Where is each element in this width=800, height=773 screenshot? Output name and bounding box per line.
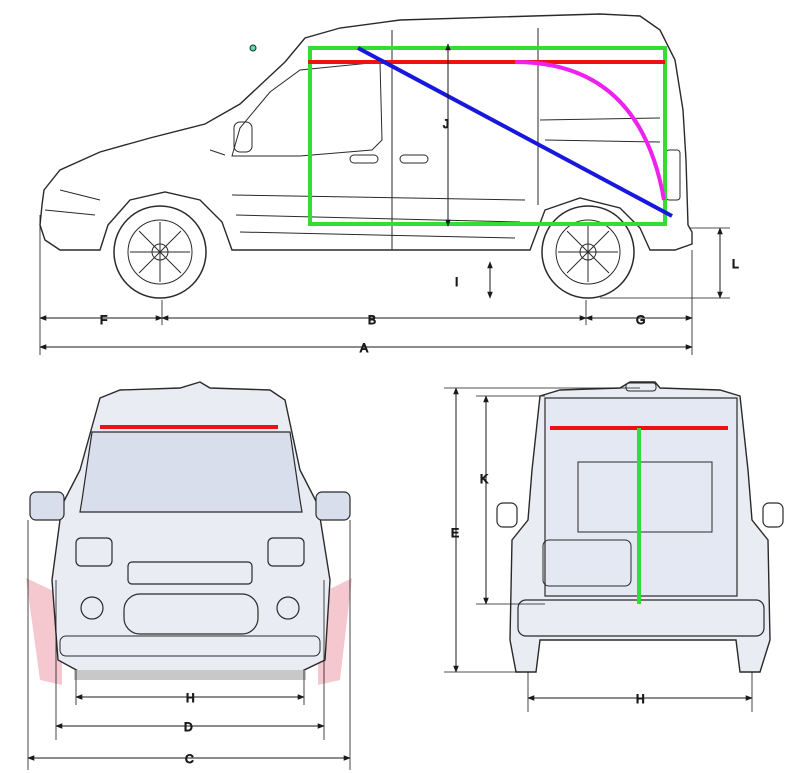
front-foglight-left (80, 596, 104, 620)
dim-B-label: B (368, 313, 376, 327)
dim-F-label: F (100, 313, 107, 327)
cargo-door-arc (514, 60, 666, 201)
front-lower-grille (123, 593, 259, 635)
rear-extension-lines (444, 387, 753, 712)
front-windshield (79, 431, 303, 513)
dim-E-label: E (451, 526, 459, 540)
front-extension-lines (27, 520, 351, 770)
side-mirror (233, 121, 253, 153)
rear-light (665, 149, 681, 201)
front-view: H D C (26, 381, 352, 770)
front-wheel (113, 205, 207, 299)
rear-wheel (541, 205, 635, 299)
dim-J-label: J (443, 117, 449, 131)
front-shadow-strip (74, 670, 306, 680)
dim-C-label: C (185, 752, 194, 766)
front-mirror-left (29, 491, 65, 521)
dim-K-label: K (480, 472, 488, 486)
rear-view: E K H (444, 381, 784, 712)
dim-rear-H-label: H (636, 692, 645, 706)
rear-mirror-right (762, 502, 784, 528)
rear-mirror-left (496, 502, 518, 528)
rear-floor-panel (542, 539, 632, 587)
dim-A-label: A (360, 341, 368, 355)
dim-G-label: G (636, 313, 645, 327)
front-headlight-right (267, 537, 305, 567)
side-window-front (231, 61, 383, 157)
dim-I-label: I (455, 275, 458, 289)
front-bumper (59, 635, 321, 657)
rear-top-light (625, 382, 657, 392)
side-extension-lines (39, 215, 730, 355)
side-body-lines (44, 117, 661, 239)
side-door-handle-2 (399, 154, 429, 164)
front-pink-shadow-left (26, 578, 62, 685)
marker-dot (249, 44, 257, 52)
dim-D-label: D (184, 720, 193, 734)
rear-seat-back (577, 461, 713, 533)
cargo-area-box (308, 46, 667, 226)
dim-L-label: L (732, 257, 739, 271)
side-body-outline (39, 13, 693, 251)
side-door-handle-1 (349, 154, 379, 164)
side-view: J I L F B G A (39, 13, 740, 356)
cargo-diagonal-line (357, 46, 673, 218)
front-foglight-right (276, 596, 300, 620)
front-mirror-right (315, 491, 351, 521)
front-headlight-left (75, 537, 113, 567)
dim-front-H-label: H (186, 691, 195, 705)
front-grille (127, 561, 253, 585)
